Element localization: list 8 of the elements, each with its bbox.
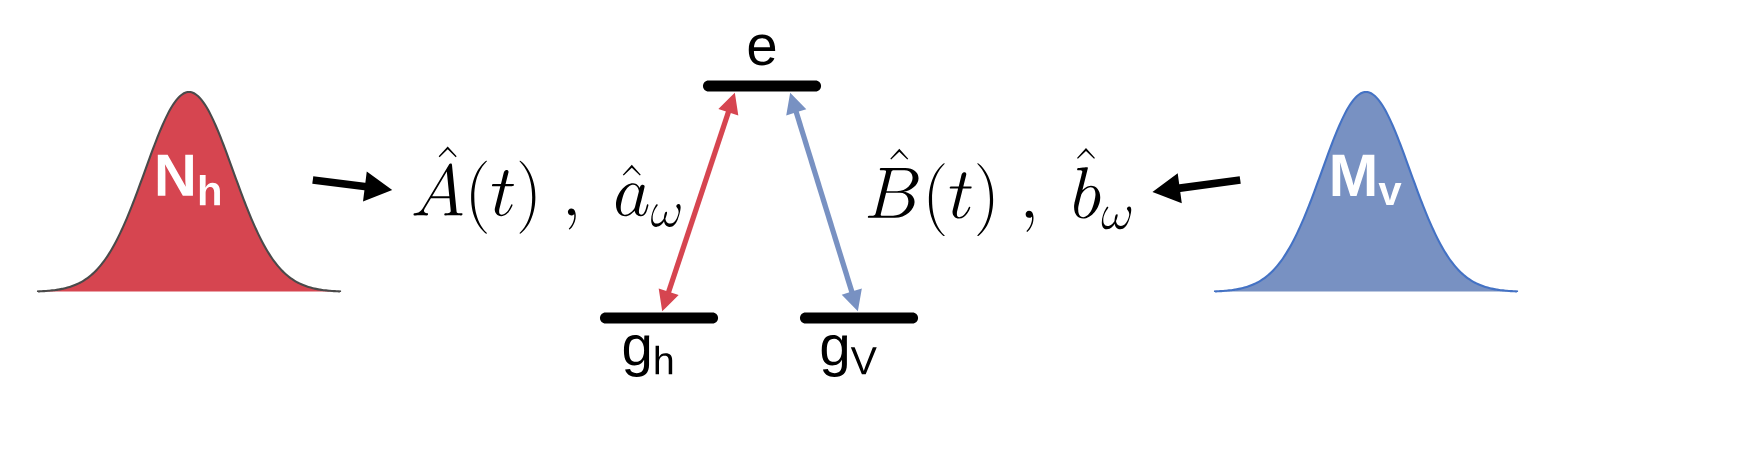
level-label: g$_{h}$	[623, 335, 673, 377]
energy-level	[800, 312, 919, 324]
operator-formula: $\hat{A}(t)\ ,\ \hat{a}_{\omega}$	[413, 146, 681, 234]
operator-formula: $\hat{B}(t)\ ,\ \hat{b}_{\omega}$	[867, 148, 1132, 237]
energy-level	[703, 80, 822, 92]
level-label: g$_{V}$	[821, 335, 877, 377]
energy-level	[600, 312, 719, 324]
level-label: e	[748, 34, 776, 66]
